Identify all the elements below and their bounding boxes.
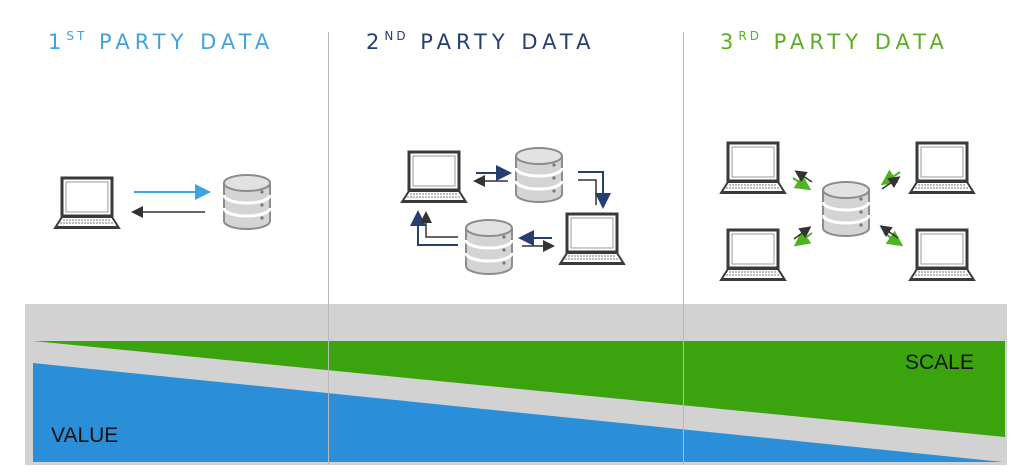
second-party-label: PARTY DATA [420, 30, 596, 54]
third-party-arrow-icon-tl-1 [792, 174, 812, 191]
second-party-laptop-icon-a [400, 150, 468, 204]
second-party-database-icon-a [514, 146, 564, 204]
third-party-title: 3RD PARTY DATA [720, 30, 949, 60]
second-party-arrow-icon-3 [578, 171, 611, 209]
value-wedge [33, 363, 1003, 462]
third-party-laptop-icon-bl [719, 228, 787, 282]
column-divider-2 [683, 32, 684, 464]
second-party-arrow-icon-8 [420, 211, 458, 238]
third-party-label: PARTY DATA [773, 30, 949, 54]
first-party-database-icon [222, 173, 272, 231]
third-party-arrow-icon-tl-2 [794, 170, 813, 183]
first-party-suffix: ST [66, 29, 88, 43]
third-party-arrow-icon-br-2 [879, 225, 899, 239]
value-label: VALUE [51, 424, 119, 447]
scale-wedge [33, 341, 1005, 437]
first-party-number: 1 [48, 30, 67, 54]
column-divider-1 [328, 32, 329, 464]
second-party-title: 2ND PARTY DATA [366, 30, 595, 60]
third-party-arrow-icon-tr-2 [881, 176, 901, 190]
second-party-laptop-icon-b [558, 212, 626, 266]
first-party-laptop-icon [53, 176, 121, 230]
third-party-suffix: RD [738, 29, 762, 43]
scale-label: SCALE [905, 351, 974, 374]
third-party-number: 3 [720, 30, 739, 54]
second-party-database-icon-b [464, 218, 514, 276]
third-party-laptop-icon-tl [719, 141, 787, 195]
second-party-suffix: ND [384, 29, 409, 43]
second-party-number: 2 [366, 30, 385, 54]
third-party-laptop-icon-br [908, 228, 976, 282]
second-party-arrow-icon-7 [410, 210, 458, 246]
first-party-label: PARTY DATA [99, 30, 275, 54]
third-party-laptop-icon-tr [908, 141, 976, 195]
third-party-database-icon [821, 180, 871, 238]
first-party-title: 1ST PARTY DATA [48, 30, 274, 60]
third-party-arrow-icon-bl-2 [793, 226, 812, 240]
second-party-arrow-icon-4 [578, 179, 597, 205]
